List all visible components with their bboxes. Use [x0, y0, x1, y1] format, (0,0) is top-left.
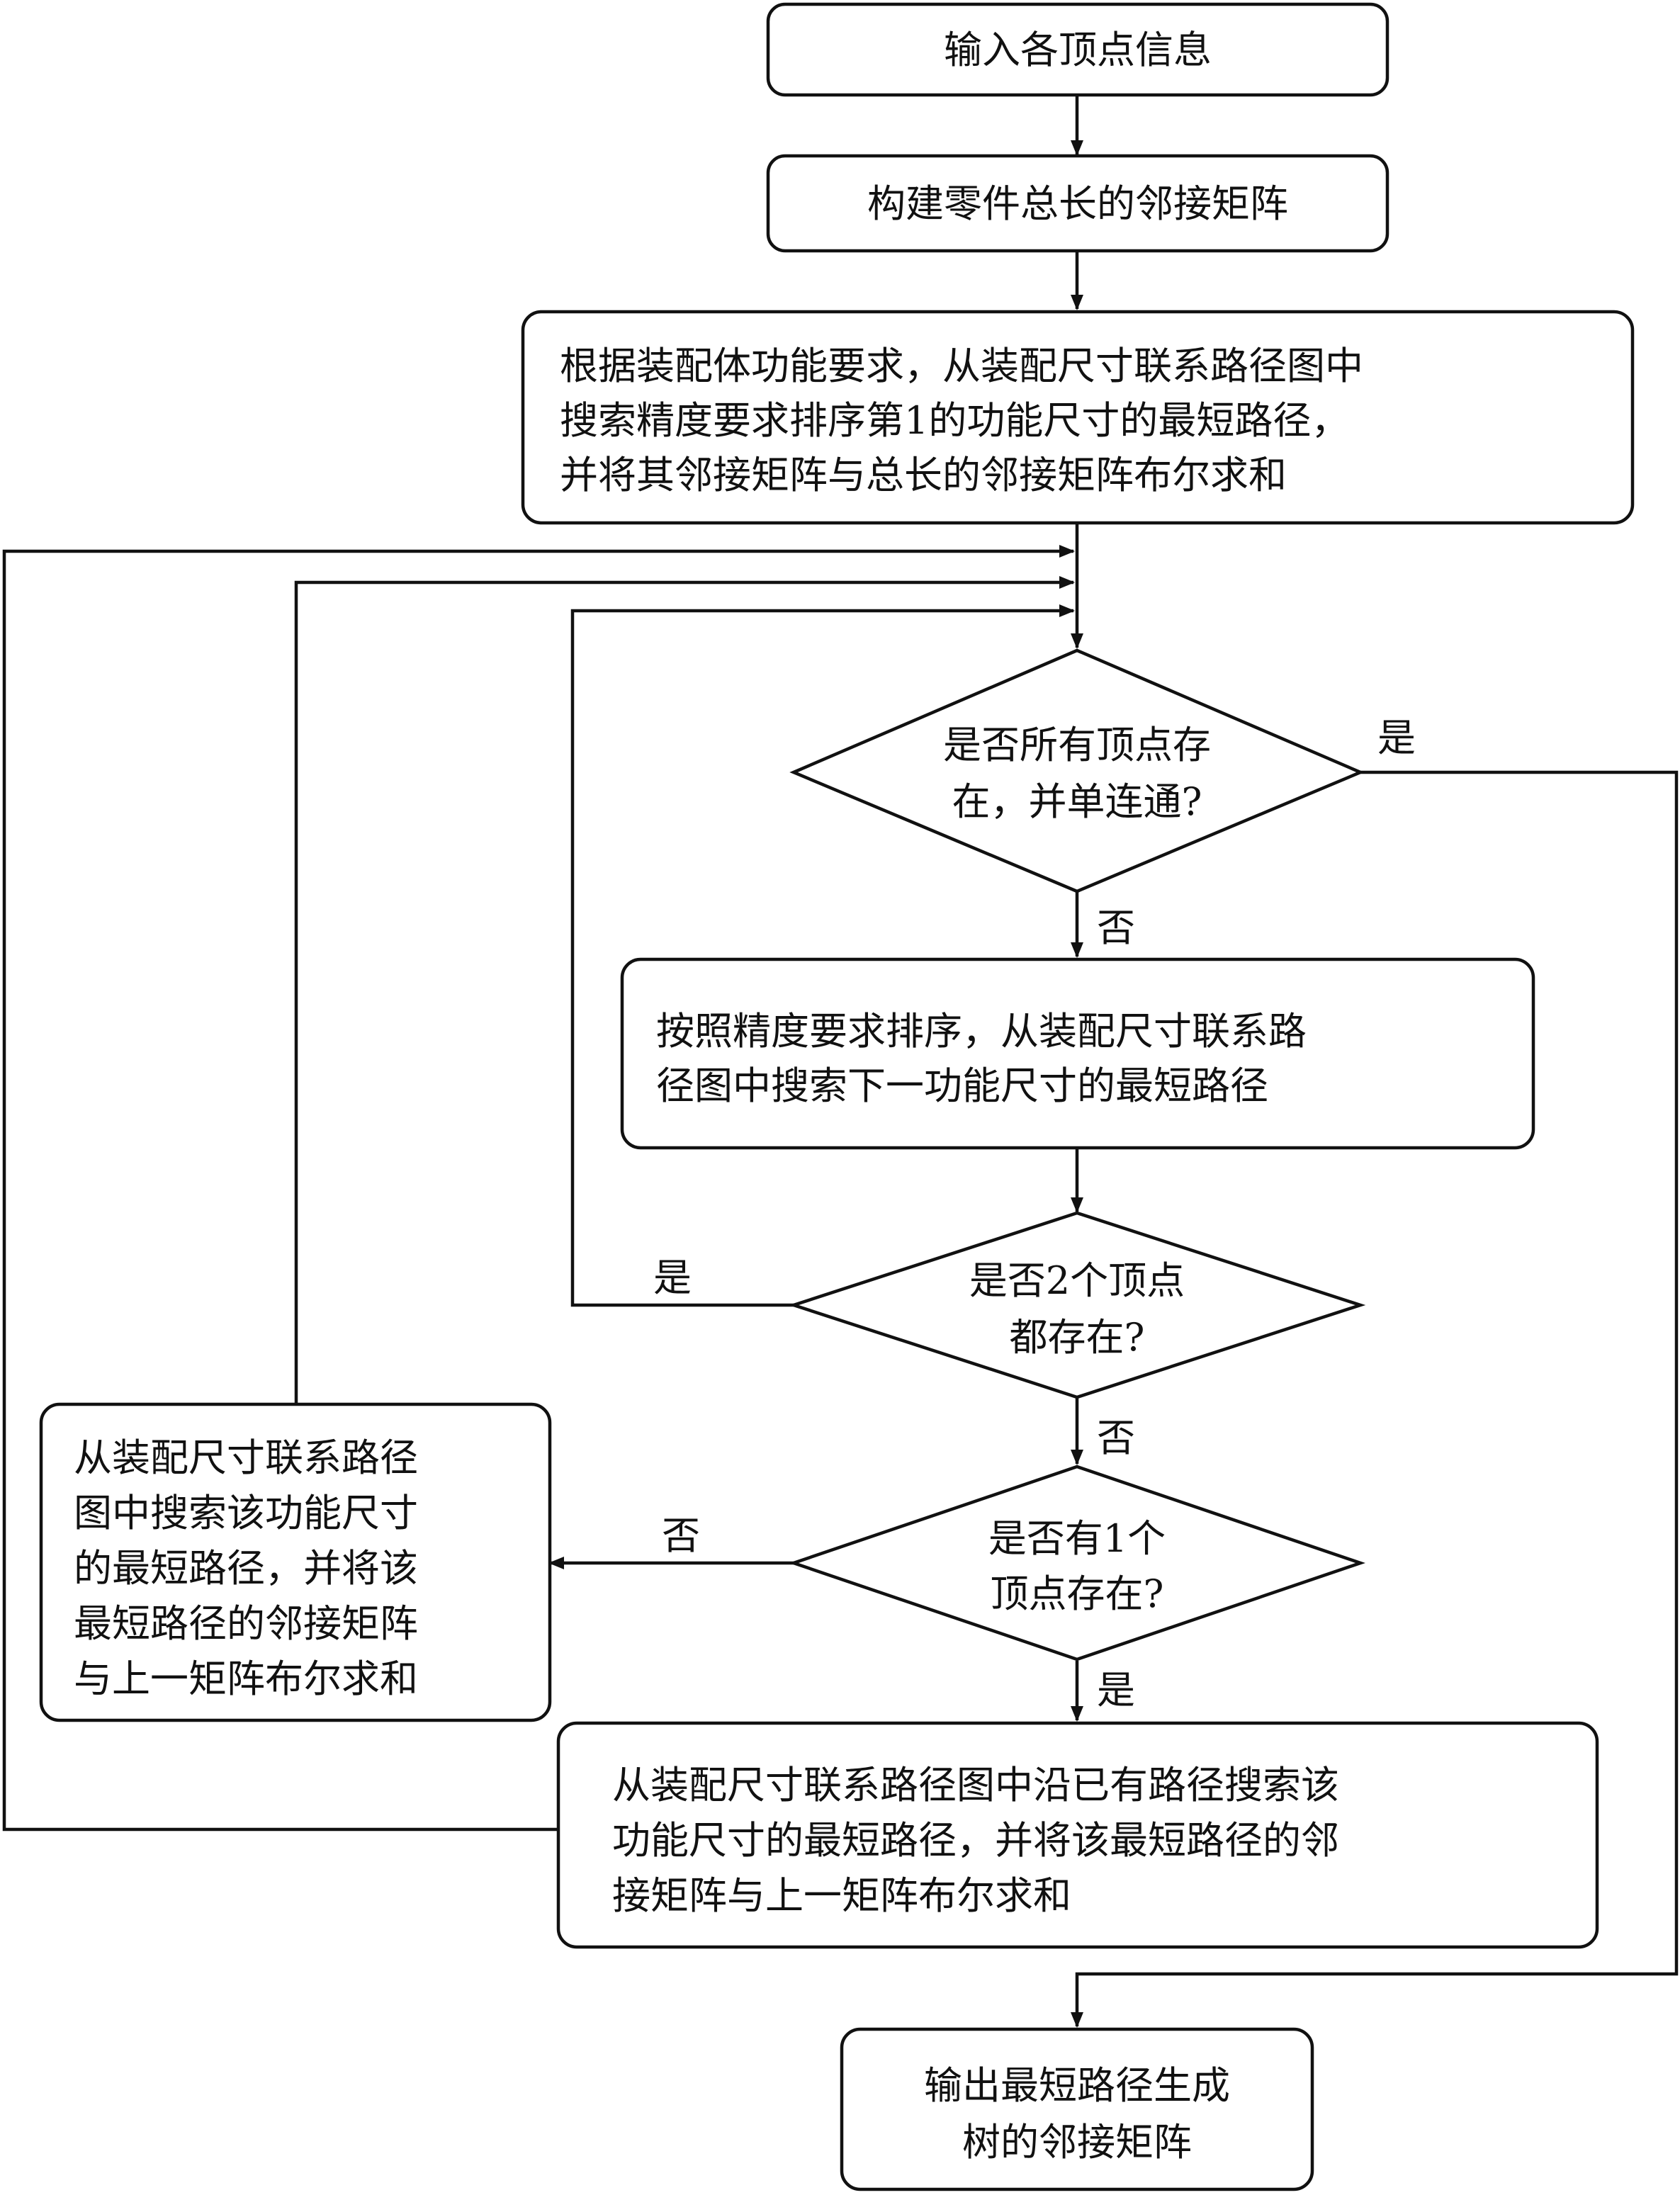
edge-label-one-exists-yes: 是	[1097, 1668, 1135, 1712]
edge-loop-outer	[2, 545, 1075, 1832]
decision-one-exists-line-1: 是否有1个	[988, 1516, 1166, 1561]
decision-all-connected: 是否所有顶点存 在，并单连通?	[789, 648, 1365, 893]
edge-labels: 是 否 是 否 否 是	[653, 716, 1416, 1712]
output-tree-box: 输出最短路径生成 树的邻接矩阵	[840, 2027, 1314, 2191]
search-new-path-line-2: 图中搜索该功能尺寸	[74, 1491, 418, 1535]
decision-all-connected-line-2: 在，并单连通?	[952, 779, 1202, 824]
decision-two-exist-line-2: 都存在?	[1010, 1315, 1145, 1360]
edge-label-all-connected-no: 否	[1097, 905, 1135, 950]
search-new-path-line-4: 最短路径的邻接矩阵	[74, 1601, 418, 1646]
search-existing-path-line-1: 从装配尺寸联系路径图中沿已有路径搜索该	[612, 1763, 1339, 1807]
edge-loop-middle	[294, 576, 1075, 1404]
search-first-line-3: 并将其邻接矩阵与总长的邻接矩阵布尔求和	[560, 453, 1287, 497]
search-new-path-box: 从装配尺寸联系路径 图中搜索该功能尺寸 的最短路径，并将该 最短路径的邻接矩阵 …	[39, 1402, 552, 1722]
search-first-box: 根据装配体功能要求，从装配尺寸联系路径图中 搜索精度要求排序第1的功能尺寸的最短…	[521, 310, 1635, 525]
edge-label-two-exist-no: 否	[1097, 1416, 1135, 1460]
search-new-path-line-1: 从装配尺寸联系路径	[74, 1435, 418, 1480]
search-existing-path-line-2: 功能尺寸的最短路径，并将该最短路径的邻	[612, 1818, 1339, 1863]
edge-label-two-exist-yes: 是	[653, 1256, 692, 1300]
search-next-line-1: 按照精度要求排序，从装配尺寸联系路	[656, 1009, 1307, 1054]
build-matrix-box: 构建零件总长的邻接矩阵	[766, 154, 1389, 253]
search-existing-path-line-3: 接矩阵与上一矩阵布尔求和	[612, 1873, 1071, 1918]
search-first-line-2: 搜索精度要求排序第1的功能尺寸的最短路径，	[560, 398, 1349, 443]
input-vertices-box: 输入各顶点信息	[766, 2, 1389, 97]
search-new-path-line-5: 与上一矩阵布尔求和	[74, 1657, 418, 1701]
search-existing-path-box: 从装配尺寸联系路径图中沿已有路径搜索该 功能尺寸的最短路径，并将该最短路径的邻 …	[556, 1721, 1599, 1949]
decision-all-connected-line-1: 是否所有顶点存	[943, 723, 1211, 767]
edge-label-all-connected-yes: 是	[1377, 716, 1416, 760]
build-matrix-text: 构建零件总长的邻接矩阵	[867, 181, 1288, 226]
output-tree-line-2: 树的邻接矩阵	[962, 2120, 1192, 2165]
decision-one-exists: 是否有1个 顶点存在?	[789, 1465, 1365, 1661]
edge-all-connected-yes	[1071, 770, 1679, 2028]
decision-one-exists-line-2: 顶点存在?	[991, 1572, 1164, 1616]
search-next-box: 按照精度要求排序，从装配尺寸联系路 径图中搜索下一功能尺寸的最短路径	[620, 957, 1535, 1150]
search-new-path-line-3: 的最短路径，并将该	[74, 1546, 418, 1591]
edges	[2, 96, 1679, 2028]
search-first-line-1: 根据装配体功能要求，从装配尺寸联系路径图中	[560, 344, 1363, 388]
edge-loop-inner	[570, 604, 1075, 1307]
search-next-line-2: 径图中搜索下一功能尺寸的最短路径	[656, 1063, 1268, 1108]
decision-two-exist-line-1: 是否2个顶点	[969, 1258, 1185, 1303]
input-vertices-text: 输入各顶点信息	[944, 28, 1212, 72]
output-tree-line-1: 输出最短路径生成	[924, 2063, 1230, 2108]
edge-label-one-exists-no: 否	[662, 1513, 700, 1558]
decision-two-exist: 是否2个顶点 都存在?	[788, 1211, 1366, 1399]
